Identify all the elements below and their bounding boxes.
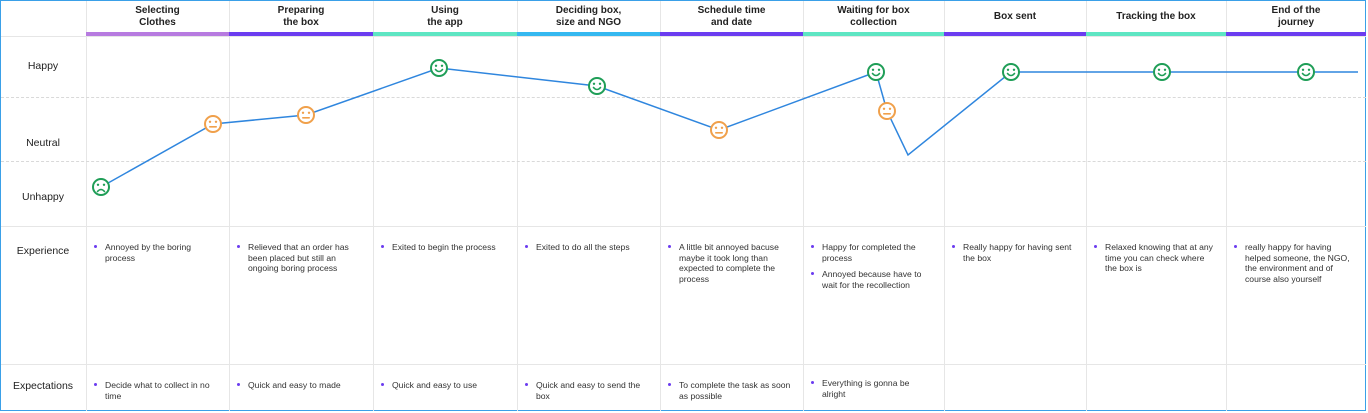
stage-color-bar: [660, 32, 803, 36]
experience-item: Exited to do all the steps: [522, 242, 651, 253]
column-divider: [86, 1, 87, 411]
stage-color-bar: [229, 32, 373, 36]
happy-face-icon: [588, 77, 606, 95]
expectation-item: Quick and easy to made: [234, 380, 364, 391]
expectation-list: Everything is gonna be alright: [808, 378, 935, 405]
stage-color-bar: [1226, 32, 1366, 36]
expectation-item: Quick and easy to send the box: [522, 380, 651, 401]
emotion-band-divider: [1, 97, 1366, 98]
stage-title: Tracking the box: [1116, 11, 1196, 22]
column-divider: [944, 1, 945, 411]
column-divider: [373, 1, 374, 411]
stage-color-bar: [803, 32, 944, 36]
neutral-face-icon: [204, 115, 222, 133]
experience-item: Relaxed knowing that at any time you can…: [1091, 242, 1217, 274]
row-divider: [1, 364, 1366, 365]
experience-list: Relieved that an order has been placed b…: [234, 242, 364, 280]
column-divider: [517, 1, 518, 411]
experience-list: Exited to begin the process: [378, 242, 508, 259]
stage-color-bar: [86, 32, 229, 36]
emotion-label-unhappy: Unhappy: [21, 191, 65, 203]
experience-item: Relieved that an order has been placed b…: [234, 242, 364, 274]
happy-face-icon: [1002, 63, 1020, 81]
stage-color-bar: [944, 32, 1086, 36]
experience-item: A little bit annoyed bacuse maybe it too…: [665, 242, 794, 284]
sad-face-icon: [92, 178, 110, 196]
experience-list: Exited to do all the steps: [522, 242, 651, 259]
column-divider: [1226, 1, 1227, 411]
happy-face-icon: [430, 59, 448, 77]
expectation-item: Quick and easy to use: [378, 380, 508, 391]
expectation-list: Decide what to collect in no time: [91, 380, 220, 407]
happy-face-icon: [867, 63, 885, 81]
experience-list: A little bit annoyed bacuse maybe it too…: [665, 242, 794, 290]
expectation-item: Decide what to collect in no time: [91, 380, 220, 401]
emotion-label-neutral: Neutral: [26, 137, 60, 149]
expectation-list: Quick and easy to send the box: [522, 380, 651, 407]
row-divider: [1, 36, 1366, 37]
row-divider: [1, 226, 1366, 227]
stage-color-bar: [1086, 32, 1226, 36]
neutral-face-icon: [878, 102, 896, 120]
stage-color-bar: [517, 32, 660, 36]
expectation-item: Everything is gonna be alright: [808, 378, 935, 399]
experience-item: Annoyed because have to wait for the rec…: [808, 269, 935, 290]
experience-item: really happy for having helped someone, …: [1231, 242, 1357, 284]
row-label-expectations: Expectations: [12, 380, 74, 392]
column-divider: [229, 1, 230, 411]
stage-title: Box sent: [993, 11, 1037, 22]
expectation-list: Quick and easy to made: [234, 380, 364, 397]
happy-face-icon: [1153, 63, 1171, 81]
experience-list: Annoyed by the boring process: [91, 242, 220, 269]
expectation-item: To complete the task as soon as possible: [665, 380, 794, 401]
stage-color-bar: [373, 32, 517, 36]
emotion-curve-line: [100, 67, 1358, 188]
row-label-experience: Experience: [16, 245, 70, 257]
experience-list: Relaxed knowing that at any time you can…: [1091, 242, 1217, 280]
experience-item: Really happy for having sent the box: [949, 242, 1077, 263]
experience-list: really happy for having helped someone, …: [1231, 242, 1357, 290]
experience-item: Annoyed by the boring process: [91, 242, 220, 263]
emotion-label-happy: Happy: [27, 60, 59, 72]
neutral-face-icon: [710, 121, 728, 139]
experience-item: Happy for completed the process: [808, 242, 935, 263]
emotion-band-divider: [1, 161, 1366, 162]
neutral-face-icon: [297, 106, 315, 124]
expectation-list: To complete the task as soon as possible: [665, 380, 794, 407]
column-divider: [660, 1, 661, 411]
experience-item: Exited to begin the process: [378, 242, 508, 253]
happy-face-icon: [1297, 63, 1315, 81]
experience-list: Really happy for having sent the box: [949, 242, 1077, 269]
column-divider: [803, 1, 804, 411]
column-divider: [1086, 1, 1087, 411]
expectation-list: Quick and easy to use: [378, 380, 508, 397]
stage-title: Deciding box,size and NGO: [555, 5, 622, 28]
